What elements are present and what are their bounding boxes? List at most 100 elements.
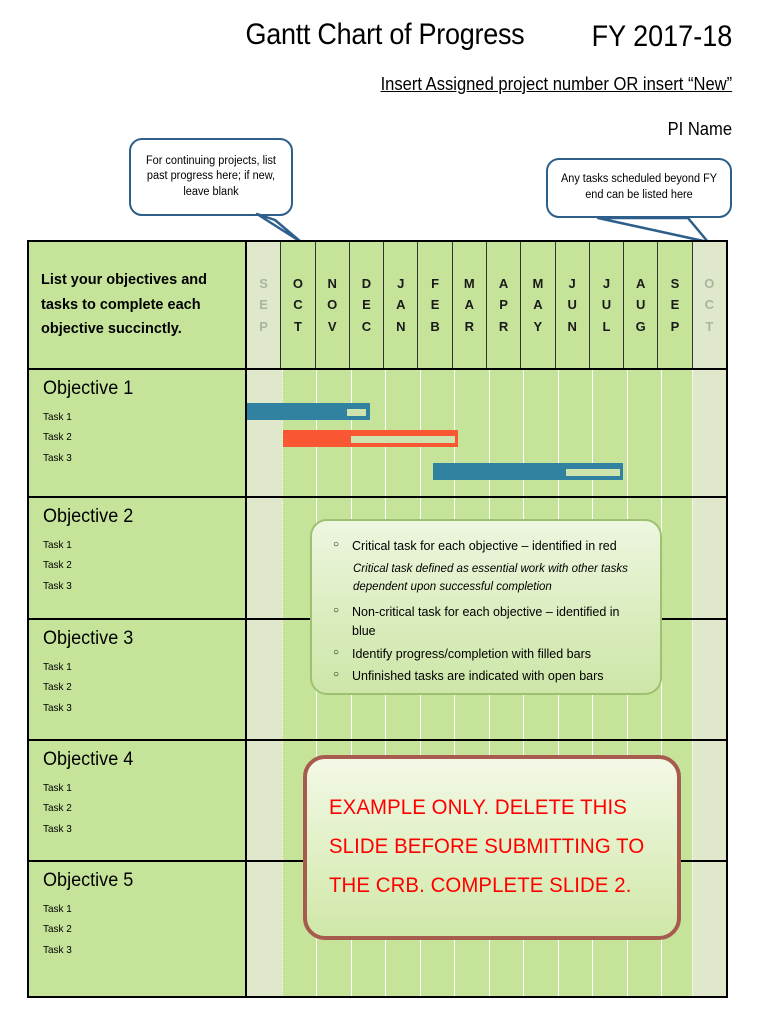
month-header-jun: J U N (555, 242, 590, 368)
month-header-mar: M A R (452, 242, 487, 368)
month-letter: C (293, 297, 303, 313)
month-header-feb: F E B (418, 242, 453, 368)
month-letter: J (568, 276, 576, 292)
month-letter: D (361, 276, 372, 292)
objective-task: Task 1 (43, 903, 72, 915)
objectives-instruction-cell: List your objectives and tasks to comple… (29, 242, 247, 368)
gantt-bar-open-segment (346, 408, 367, 417)
month-letter: A (636, 276, 646, 292)
objective-1-track (247, 370, 726, 496)
month-letter: L (602, 318, 611, 334)
month-letter: S (670, 276, 680, 292)
month-letter: Y (533, 318, 543, 334)
objective-title: Objective 4 (43, 749, 134, 770)
month-letter: P (499, 297, 508, 313)
pi-name-label: PI Name (667, 119, 732, 139)
objective-title: Objective 5 (43, 870, 134, 891)
month-letter: T (705, 318, 714, 334)
callout-right-beyond-fy: Any tasks scheduled beyond FY end can be… (546, 158, 732, 218)
month-letter: G (635, 318, 646, 334)
objective-5-label-cell: Objective 5 Task 1 Task 2 Task 3 (29, 862, 247, 996)
month-header-jan: J A N (384, 242, 419, 368)
objective-title: Objective 1 (43, 378, 134, 399)
month-letter: U (601, 297, 612, 313)
month-letter: B (430, 318, 440, 334)
month-header-oct: O C T (281, 242, 316, 368)
month-header-apr: A P R (486, 242, 522, 368)
month-letter: C (704, 297, 714, 313)
month-letter: A (396, 297, 406, 313)
objective-task: Task 3 (43, 451, 72, 464)
gantt-bar-obj1-task3[interactable] (433, 463, 623, 480)
month-letter: V (327, 318, 337, 334)
callout-left-tail-icon (255, 212, 315, 246)
month-letter: A (498, 276, 509, 292)
month-letter: U (567, 297, 577, 313)
month-letter: P (670, 318, 680, 334)
objective-3-label-cell: Objective 3 Task 1 Task 2 Task 3 (29, 620, 247, 739)
callout-right-text: Any tasks scheduled beyond FY end can be… (560, 173, 718, 201)
objective-2-label-cell: Objective 2 Task 1 Task 2 Task 3 (29, 498, 247, 618)
month-letter: J (602, 276, 611, 292)
objective-task: Task 1 (43, 782, 72, 794)
month-letter: O (292, 276, 303, 292)
objective-task: Task 1 (43, 539, 72, 551)
warning-line-2: SLIDE BEFORE SUBMITTING TO (329, 835, 645, 859)
month-letter: M (532, 276, 544, 292)
objective-row-5: Objective 5 Task 1 Task 2 Task 3 (29, 862, 726, 996)
month-letter: N (396, 318, 406, 334)
month-letter: F (431, 276, 440, 292)
month-letter: E (670, 297, 680, 313)
month-column-shade-oct (691, 370, 726, 996)
objective-title: Objective 3 (43, 628, 134, 649)
objective-row-2: Objective 2 Task 1 Task 2 Task 3 (29, 498, 726, 620)
legend-subtext-line2: dependent upon successful completion (353, 581, 552, 594)
objective-task: Task 1 (43, 661, 72, 673)
objective-title: Objective 2 (43, 506, 134, 527)
objective-task: Task 2 (43, 802, 72, 815)
page-header: Gantt Chart of Progress FY 2017-18 Inser… (0, 0, 770, 150)
month-letter: J (397, 276, 405, 292)
month-letter: E (430, 297, 440, 313)
objective-task: Task 2 (43, 681, 72, 694)
objective-task: Task 3 (43, 579, 72, 592)
month-header-may: M A Y (521, 242, 556, 368)
objective-task: Task 3 (43, 701, 72, 714)
objective-4-label-cell: Objective 4 Task 1 Task 2 Task 3 (29, 741, 247, 860)
callout-right-tail-icon (596, 214, 716, 248)
month-letter: T (293, 318, 302, 334)
warning-line-3: THE CRB. COMPLETE SLIDE 2. (329, 873, 632, 897)
month-letter: S (259, 276, 268, 292)
objective-1-label-cell: Objective 1 Task 1 Task 2 Task 3 (29, 370, 247, 496)
gantt-bar-obj1-task2[interactable] (283, 430, 458, 447)
month-letter: R (498, 318, 509, 334)
objective-row-4: Objective 4 Task 1 Task 2 Task 3 (29, 741, 726, 862)
legend-callout-box: Critical task for each objective – ident… (310, 519, 662, 695)
month-header-aug: A U G (624, 242, 659, 368)
month-letter: E (259, 297, 268, 313)
month-letter: P (259, 318, 268, 334)
title-row: Gantt Chart of Progress (0, 18, 770, 52)
month-letter: N (567, 318, 577, 334)
callout-left-past-progress: For continuing projects, list past progr… (129, 138, 293, 216)
month-letter: O (327, 297, 338, 313)
objective-row-1: Objective 1 Task 1 Task 2 Task 3 (29, 370, 726, 498)
month-header-dec: D E C (349, 242, 385, 368)
gantt-bar-obj1-task1[interactable] (247, 403, 370, 420)
month-letter: O (704, 276, 715, 292)
objective-task: Task 1 (43, 411, 72, 423)
month-header-jul: J U L (589, 242, 625, 368)
month-header-nov: N O V (315, 242, 350, 368)
objective-task: Task 3 (43, 822, 72, 835)
month-letter: E (362, 297, 371, 313)
gantt-bar-open-segment (350, 435, 456, 444)
month-letter: U (636, 297, 646, 313)
month-letter: M (463, 276, 475, 292)
legend-item-non-critical: Non-critical task for each objective – i… (332, 603, 640, 641)
gantt-bar-open-segment (565, 468, 621, 477)
legend-item-critical: Critical task for each objective – ident… (332, 537, 640, 556)
objective-row-3: Objective 3 Task 1 Task 2 Task 3 (29, 620, 726, 741)
month-letter: A (464, 297, 475, 313)
warning-line-1: EXAMPLE ONLY. DELETE THIS (329, 796, 627, 820)
objective-task: Task 2 (43, 431, 72, 444)
